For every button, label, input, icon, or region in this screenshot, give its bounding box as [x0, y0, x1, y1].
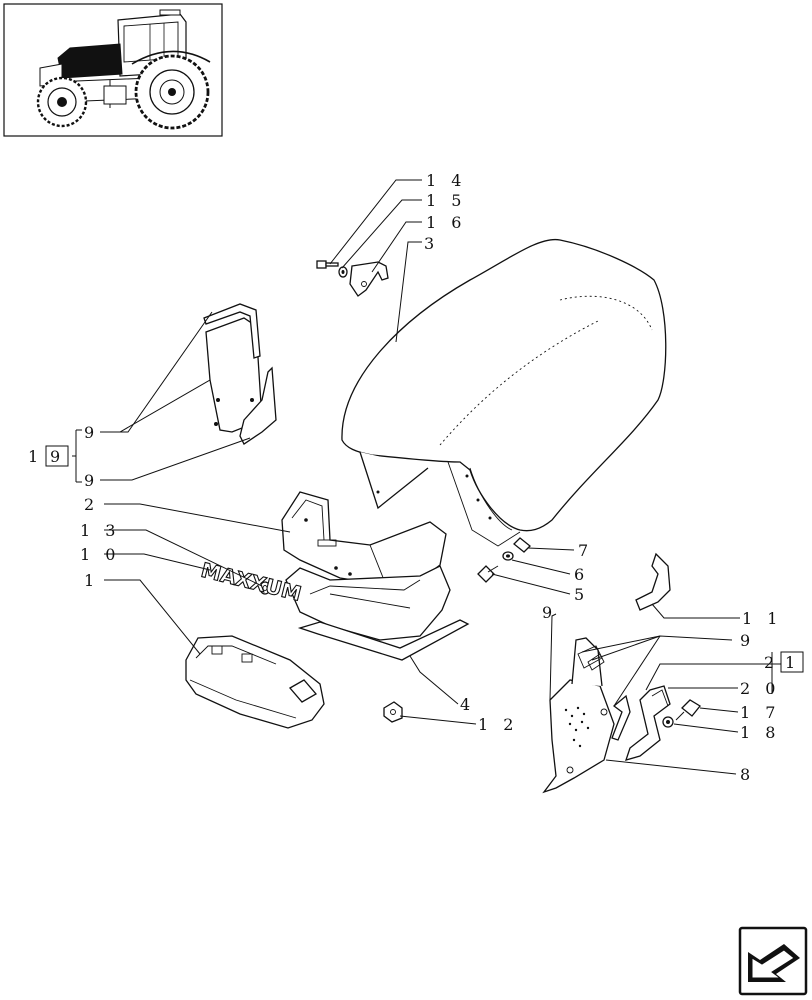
- callout-14: 1 4: [426, 171, 466, 190]
- callout-1: 1: [84, 571, 99, 590]
- lower-grille-1: [185, 635, 325, 729]
- callout-19-boxed-digit: 9: [50, 447, 65, 466]
- grille-shell-2: [281, 491, 447, 587]
- washer-13: [259, 581, 271, 595]
- callout-11: 1 1: [742, 609, 782, 628]
- callout-9-right: 9: [740, 631, 755, 650]
- bracket-16: [349, 261, 389, 297]
- washer-18: [662, 716, 674, 728]
- support-8: [542, 637, 615, 794]
- callout-labels: 1 4 1 5 1 6 3 9 1 9 9 2 1 3 1 0 1 7 6 5 …: [28, 171, 804, 784]
- callout-18: 1 8: [740, 723, 780, 742]
- callout-10: 1 0: [80, 545, 120, 564]
- callout-20: 2 0: [740, 679, 780, 698]
- bolt-14: [316, 260, 339, 269]
- callout-21-digit: 2: [764, 653, 779, 672]
- next-page-arrow-icon: [748, 944, 800, 982]
- logo-10: MAXXUM: [198, 557, 304, 606]
- callout-2: 2: [84, 495, 99, 514]
- grille-frame-4: [285, 565, 470, 661]
- callout-12: 1 2: [478, 715, 518, 734]
- bolt-17: [675, 699, 701, 721]
- callout-16: 1 6: [426, 213, 466, 232]
- tractor-thumbnail: [3, 3, 223, 137]
- gasket-9-right: [587, 653, 631, 741]
- clip-7: [513, 537, 531, 553]
- callout-8: 8: [740, 765, 755, 784]
- next-page-button[interactable]: [738, 926, 808, 996]
- callout-15: 1 5: [426, 191, 466, 210]
- nut-12: [383, 701, 403, 723]
- callout-19-digit: 1: [28, 447, 43, 466]
- callout-19-box: [45, 445, 69, 467]
- callout-9-lower-left: 9: [84, 471, 99, 490]
- hood-3: [341, 238, 667, 547]
- gasket-9-left: [203, 303, 277, 445]
- callout-6: 6: [574, 565, 589, 584]
- bracket-11: [635, 552, 671, 611]
- bracket-20: [624, 685, 671, 761]
- callout-13: 1 3: [80, 521, 120, 540]
- logo-text: MAXXUM: [199, 558, 304, 606]
- bolt-5: [477, 565, 499, 583]
- callout-9-right-upper: 9: [542, 603, 557, 622]
- callout-4: 4: [460, 695, 475, 714]
- callout-21-boxed-digit: 1: [785, 653, 800, 672]
- washer-6: [502, 551, 514, 561]
- leader-lines: [72, 179, 782, 775]
- callout-9-upper-left: 9: [84, 423, 99, 442]
- callout-21-box: [780, 651, 804, 673]
- callout-17: 1 7: [740, 703, 780, 722]
- callout-5: 5: [574, 585, 589, 604]
- callout-7: 7: [578, 541, 593, 560]
- washer-15: [338, 266, 348, 278]
- callout-3: 3: [424, 234, 439, 253]
